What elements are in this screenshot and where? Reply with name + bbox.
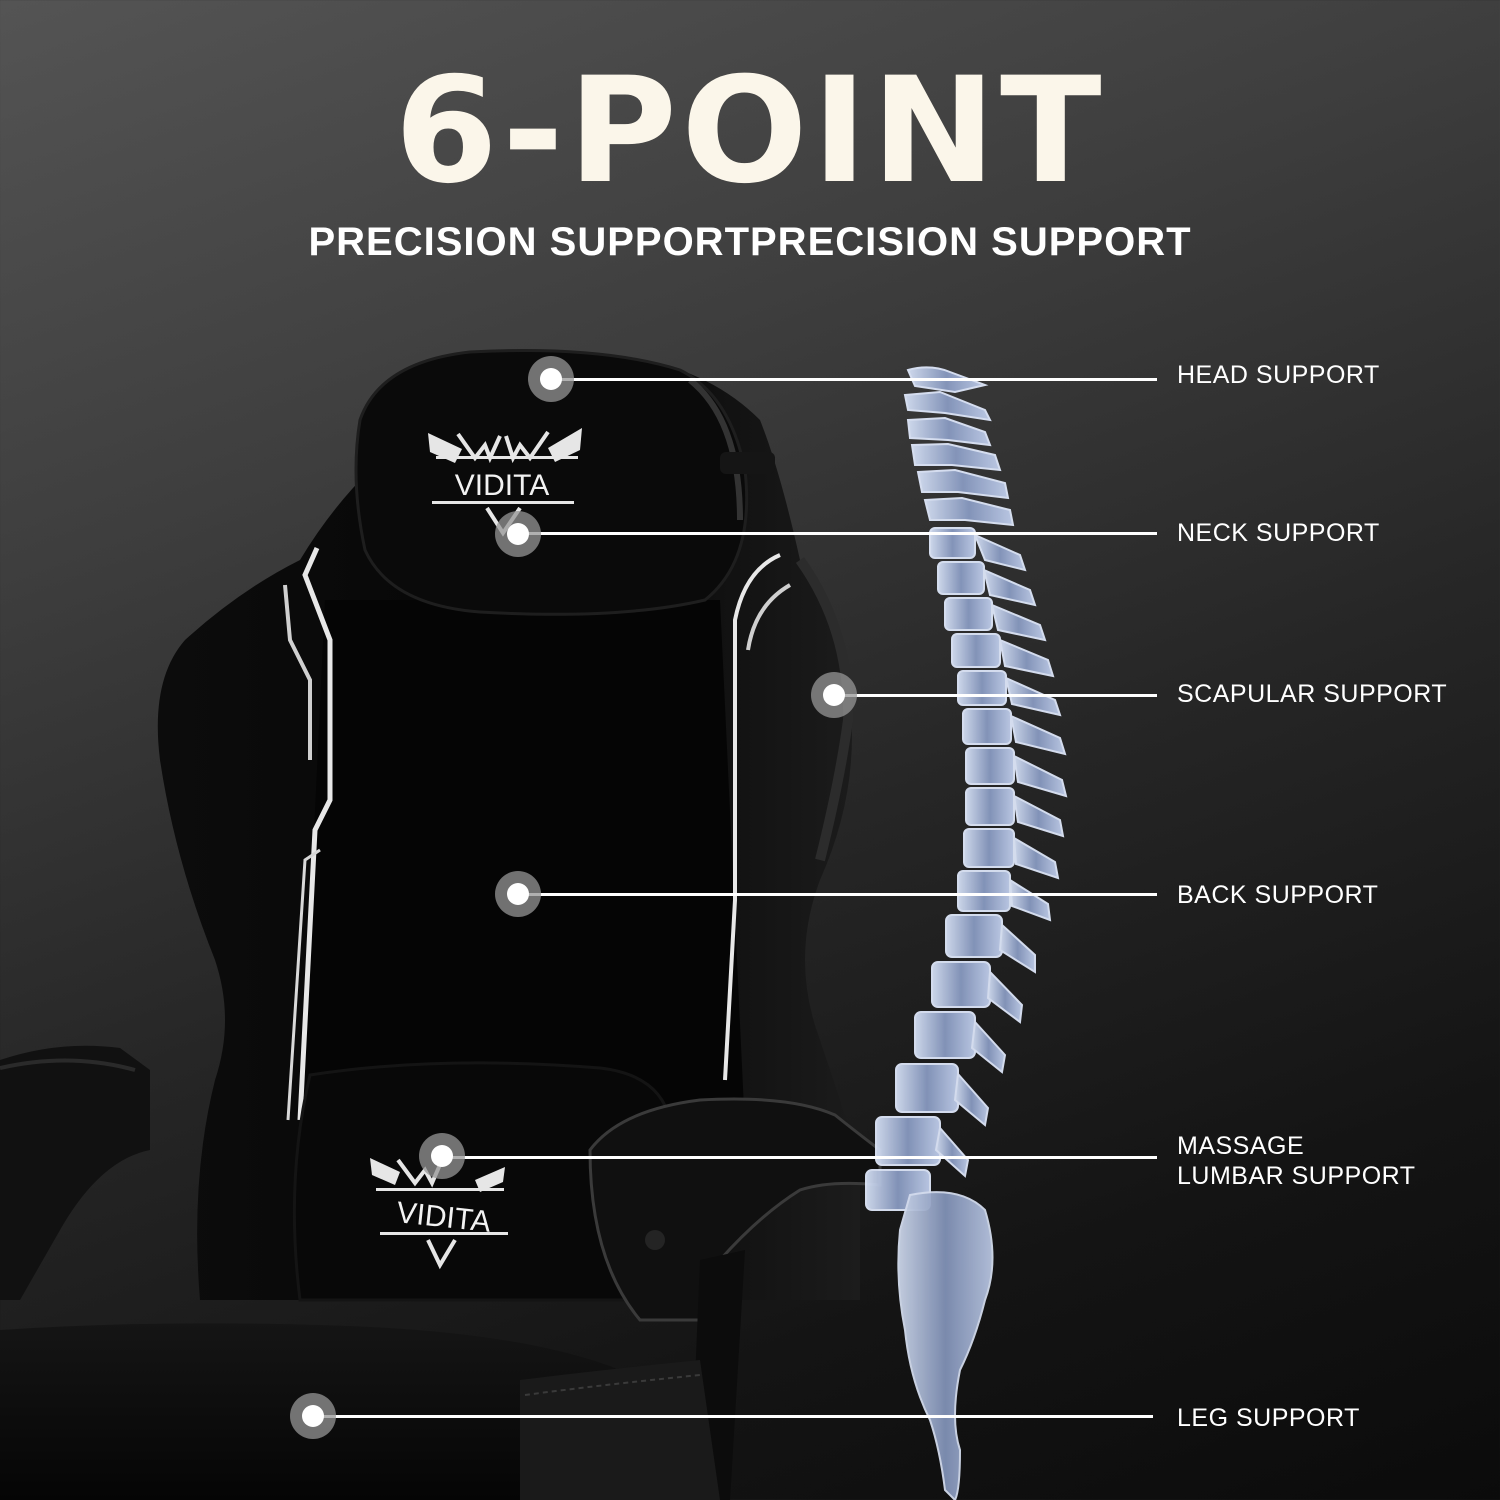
left-armrest — [0, 1045, 150, 1300]
headrest-pillow — [354, 348, 775, 616]
label-back-support: BACK SUPPORT — [1177, 881, 1379, 909]
callout-line — [518, 532, 1157, 535]
hotspot-marker-head[interactable] — [528, 356, 574, 402]
page-subtitle: PRECISION SUPPORTPRECISION SUPPORT — [308, 220, 1192, 264]
label-line-2: LUMBAR SUPPORT — [1177, 1162, 1416, 1190]
callout-line — [518, 893, 1157, 896]
marker-dot — [431, 1145, 453, 1167]
marker-dot — [507, 883, 529, 905]
label-neck-support: NECK SUPPORT — [1177, 519, 1380, 547]
callout-line — [551, 378, 1157, 381]
hotspot-marker-lumbar[interactable] — [419, 1133, 465, 1179]
spine-xray — [865, 366, 1068, 1500]
marker-dot — [823, 684, 845, 706]
hotspot-marker-back[interactable] — [495, 871, 541, 917]
callout-line — [834, 694, 1157, 697]
hotspot-marker-leg[interactable] — [290, 1393, 336, 1439]
callout-line — [442, 1156, 1157, 1159]
marker-dot — [540, 368, 562, 390]
label-head-support: HEAD SUPPORT — [1177, 361, 1380, 389]
label-leg-support: LEG SUPPORT — [1177, 1404, 1360, 1432]
label-scapular-support: SCAPULAR SUPPORT — [1177, 680, 1448, 708]
marker-dot — [507, 523, 529, 545]
seat-cushion — [0, 1323, 720, 1500]
marker-dot — [302, 1405, 324, 1427]
label-line-1: MASSAGE — [1177, 1132, 1305, 1160]
logo-text-headrest: VIDITA — [455, 469, 549, 502]
label-massage-lumbar-support: MASSAGE LUMBAR SUPPORT — [1177, 1131, 1416, 1191]
hotspot-marker-scapular[interactable] — [811, 672, 857, 718]
page-title: 6-POINT — [394, 46, 1106, 216]
callout-line — [313, 1415, 1153, 1418]
hotspot-marker-neck[interactable] — [495, 511, 541, 557]
vidita-logo-headrest — [428, 428, 582, 537]
